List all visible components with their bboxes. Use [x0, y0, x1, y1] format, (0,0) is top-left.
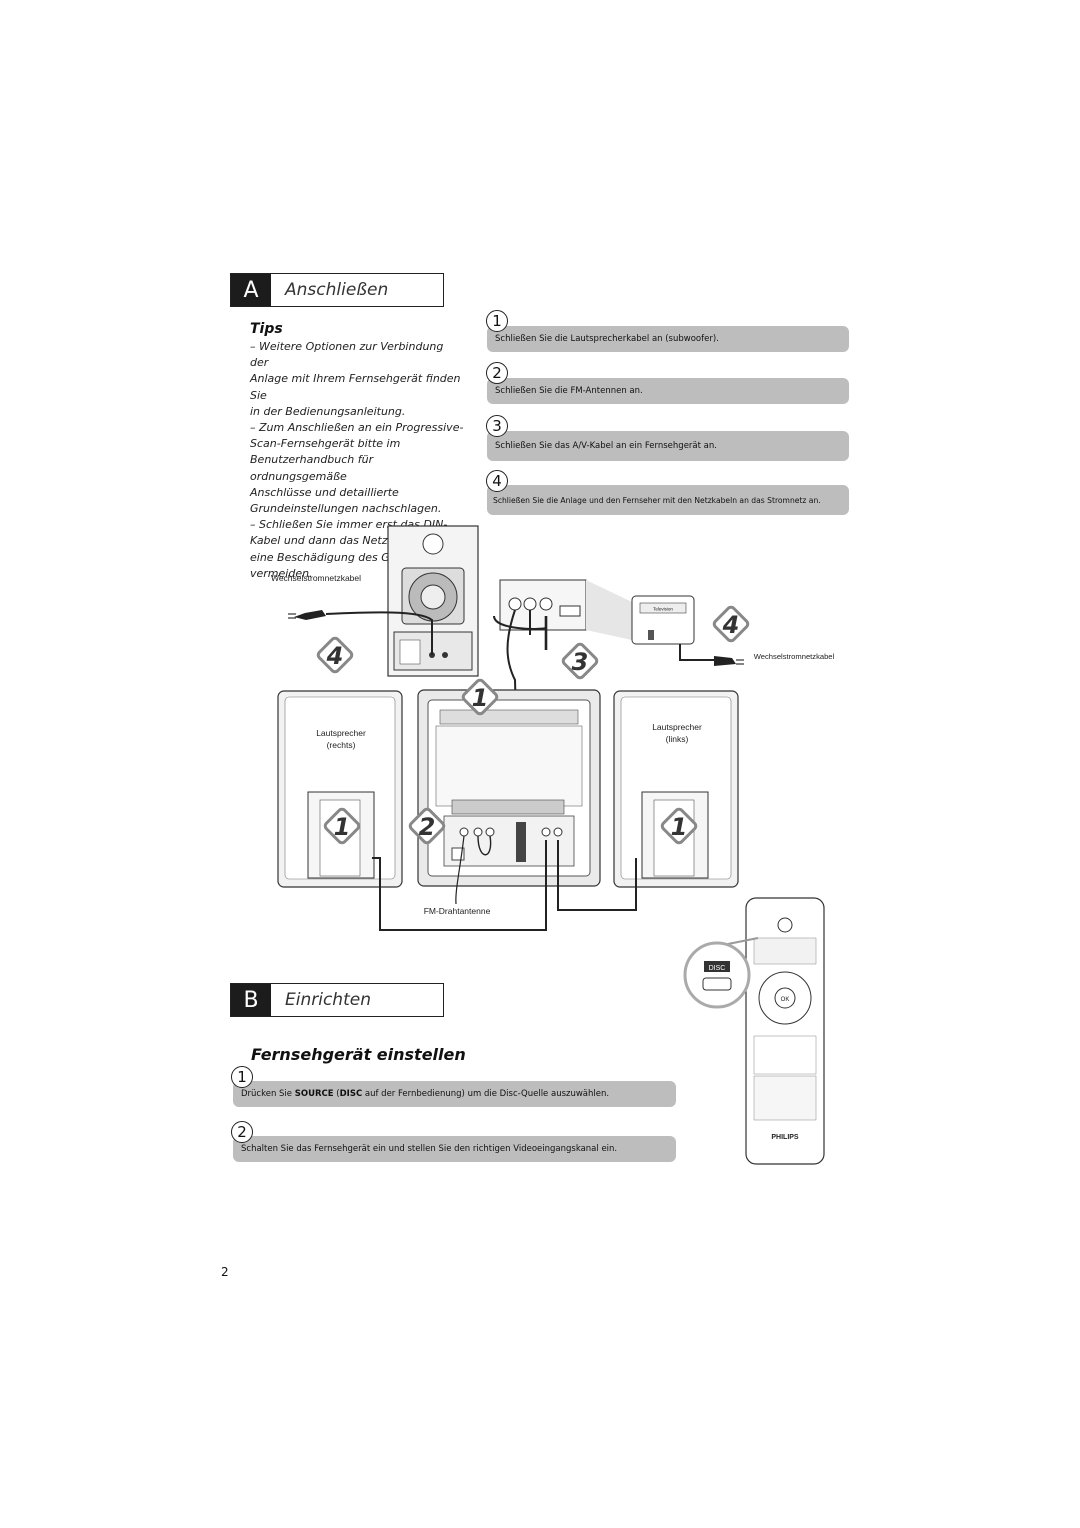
tips-line: – Zum Anschließen an ein Progressive- [250, 421, 464, 435]
speaker-left-label-2: (links) [666, 734, 689, 744]
tips-line: Grundeinstellungen nachschlagen. [250, 502, 442, 516]
tips-line: Scan-Fernsehgerät bitte im [250, 437, 401, 451]
svg-text:4: 4 [326, 642, 344, 670]
svg-text:4: 4 [722, 611, 740, 639]
marker-1-top: 1 [461, 678, 499, 716]
tips-title: Tips [250, 321, 283, 337]
tips-line: in der Bedienungsanleitung. [250, 404, 406, 418]
tips-text: – Weitere Optionen zur Verbindung der An… [250, 339, 465, 582]
step-a-3-bar: Schließen Sie das A/V-Kabel an ein Ferns… [487, 431, 849, 461]
tips-line: Anlage mit Ihrem Fernsehgerät finden Sie [250, 372, 461, 402]
svg-text:1: 1 [671, 813, 688, 841]
step-b-2-text: Schalten Sie das Fernsehgerät ein und st… [241, 1144, 618, 1154]
step-a-4-bar: Schließen Sie die Anlage und den Fernseh… [487, 485, 849, 515]
av-cable [493, 609, 548, 871]
tv-connector-panel [499, 579, 632, 640]
main-unit [417, 689, 601, 887]
step-b-1-bar: Drücken Sie SOURCE (DISC auf der Fernbed… [233, 1081, 676, 1107]
step-b-2-bar: Schalten Sie das Fernsehgerät ein und st… [233, 1136, 676, 1162]
svg-text:OK: OK [781, 997, 790, 1003]
step-a-1-number: 1 [486, 310, 508, 332]
television: Television [631, 595, 744, 666]
tips-line: vermeiden. [250, 566, 313, 580]
step-a-1-text: Schließen Sie die Lautsprecherkabel an (… [495, 334, 719, 344]
section-b-title: Einrichten [285, 990, 371, 1010]
step-a-2-number: 2 [486, 362, 508, 384]
step-a-1-bar: Schließen Sie die Lautsprecherkabel an (… [487, 326, 849, 352]
speaker-left-label-1: Lautsprecher [652, 722, 702, 732]
step-a-3-number: 3 [486, 415, 508, 437]
subwoofer [387, 525, 479, 677]
fm-antenna-label: FM-Drahtantenne [424, 906, 491, 916]
section-b-letter: B [231, 984, 271, 1016]
step-b-1-text: Drücken Sie SOURCE (DISC auf der Fernbed… [241, 1089, 610, 1099]
tv-label: Television [653, 607, 673, 612]
svg-text:3: 3 [572, 648, 589, 676]
tips-line: – Weitere Optionen zur Verbindung der [250, 340, 444, 370]
speaker-right-label-1: Lautsprecher [316, 728, 366, 738]
step-b-1-number: 1 [231, 1066, 253, 1088]
marker-2: 2 [408, 807, 446, 845]
speaker-right: Lautsprecher (rechts) [277, 690, 403, 888]
section-b-header: B Einrichten [230, 983, 444, 1017]
section-a-title: Anschließen [285, 280, 389, 300]
tips-line: Anschlüsse und detaillierte [250, 485, 399, 499]
step-a-2-bar: Schließen Sie die FM-Antennen an. [487, 378, 849, 404]
remote-disc-label: DISC [709, 965, 726, 972]
power-cable-label-left: Wechselstromnetzkabel [271, 573, 361, 583]
marker-1-left-speaker: 1 [323, 807, 361, 845]
speaker-right-label-2: (rechts) [327, 740, 356, 750]
section-a-header: A Anschließen [230, 273, 444, 307]
page-number: 2 [221, 1265, 229, 1279]
marker-4-right: 4 [712, 605, 750, 643]
subheading-tv-setup: Fernsehgerät einstellen [251, 1045, 466, 1064]
marker-4-left: 4 [316, 636, 354, 674]
remote-brand: PHILIPS [771, 1134, 799, 1141]
step-a-2-text: Schließen Sie die FM-Antennen an. [495, 386, 643, 396]
speaker-left: Lautsprecher (links) [613, 690, 739, 888]
tips-line: Benutzerhandbuch für ordnungsgemäße [250, 453, 374, 483]
step-a-3-text: Schließen Sie das A/V-Kabel an ein Ferns… [495, 441, 717, 451]
speaker-wires [372, 835, 637, 931]
marker-3: 3 [561, 642, 599, 680]
section-a-letter: A [231, 274, 271, 306]
step-b-2-number: 2 [231, 1121, 253, 1143]
remote-control: OK PHILIPS [745, 897, 825, 1165]
step-a-4-number: 4 [486, 470, 508, 492]
svg-text:2: 2 [419, 813, 436, 841]
marker-1-right-speaker: 1 [660, 807, 698, 845]
svg-text:1: 1 [472, 684, 489, 712]
power-plug-left [288, 610, 433, 655]
power-cable-label-right: Wechselstromnetzkabel [754, 652, 835, 661]
step-a-4-text: Schließen Sie die Anlage und den Fernseh… [493, 495, 821, 505]
remote-disc-zoom: DISC [683, 937, 759, 1009]
svg-text:1: 1 [334, 813, 351, 841]
